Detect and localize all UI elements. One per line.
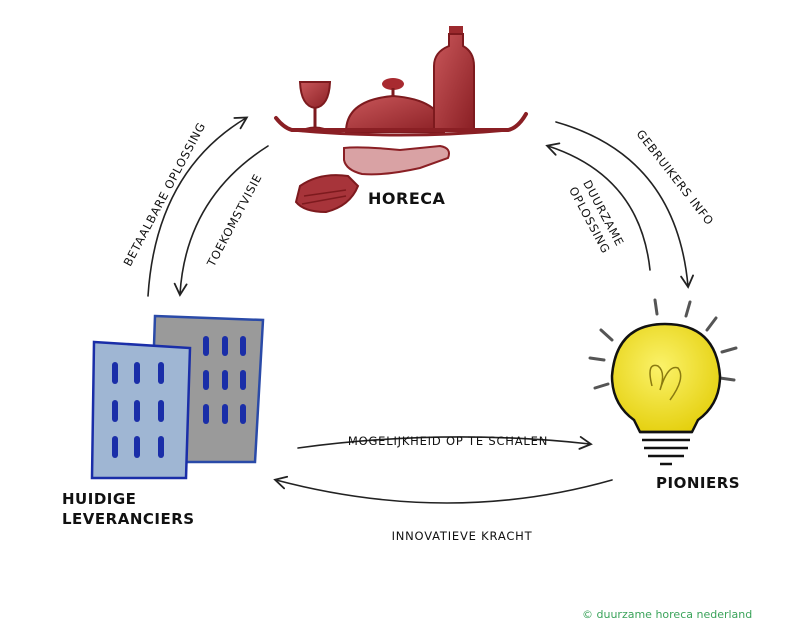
bottle-icon	[433, 26, 475, 131]
cloche-icon	[344, 78, 446, 133]
node-label-leveranciers-line1: HUIDIGE	[62, 490, 136, 508]
wine-glass-icon	[298, 81, 332, 133]
label-betaalbare-oplossing: BETAALBARE OPLOSSING	[121, 120, 209, 269]
node-label-leveranciers-line2: LEVERANCIERS	[62, 510, 195, 528]
back-building-windows	[203, 336, 246, 424]
arrow-duurzame-oplossing	[545, 142, 651, 271]
horeca-tray-icon	[274, 26, 528, 214]
label-toekomstvisie: TOEKOMSTVISIE	[204, 171, 265, 270]
front-building	[90, 340, 192, 480]
arrow-mogelijkheid	[297, 436, 593, 450]
label-mogelijkheid: MOGELIJKHEID OP TE SCHALEN	[348, 434, 548, 448]
front-building-windows	[112, 362, 164, 458]
arrow-innovatieve-kracht	[273, 475, 613, 504]
arrow-toekomstvisie	[173, 145, 269, 297]
hand-icon	[294, 144, 450, 214]
buildings-icon	[90, 314, 265, 480]
bulb-base	[640, 430, 692, 466]
bulb-rays	[588, 298, 738, 390]
arrow-betaalbare-oplossing	[147, 116, 249, 297]
light-bulb-icon	[588, 298, 738, 466]
node-label-horeca: HORECA	[368, 189, 445, 208]
arrow-gebruikers-info	[555, 121, 694, 289]
node-label-pioniers: PIONIERS	[656, 474, 740, 492]
copyright-credit: © duurzame horeca nederland	[582, 608, 752, 621]
label-innovatieve-kracht: INNOVATIEVE KRACHT	[392, 529, 533, 543]
